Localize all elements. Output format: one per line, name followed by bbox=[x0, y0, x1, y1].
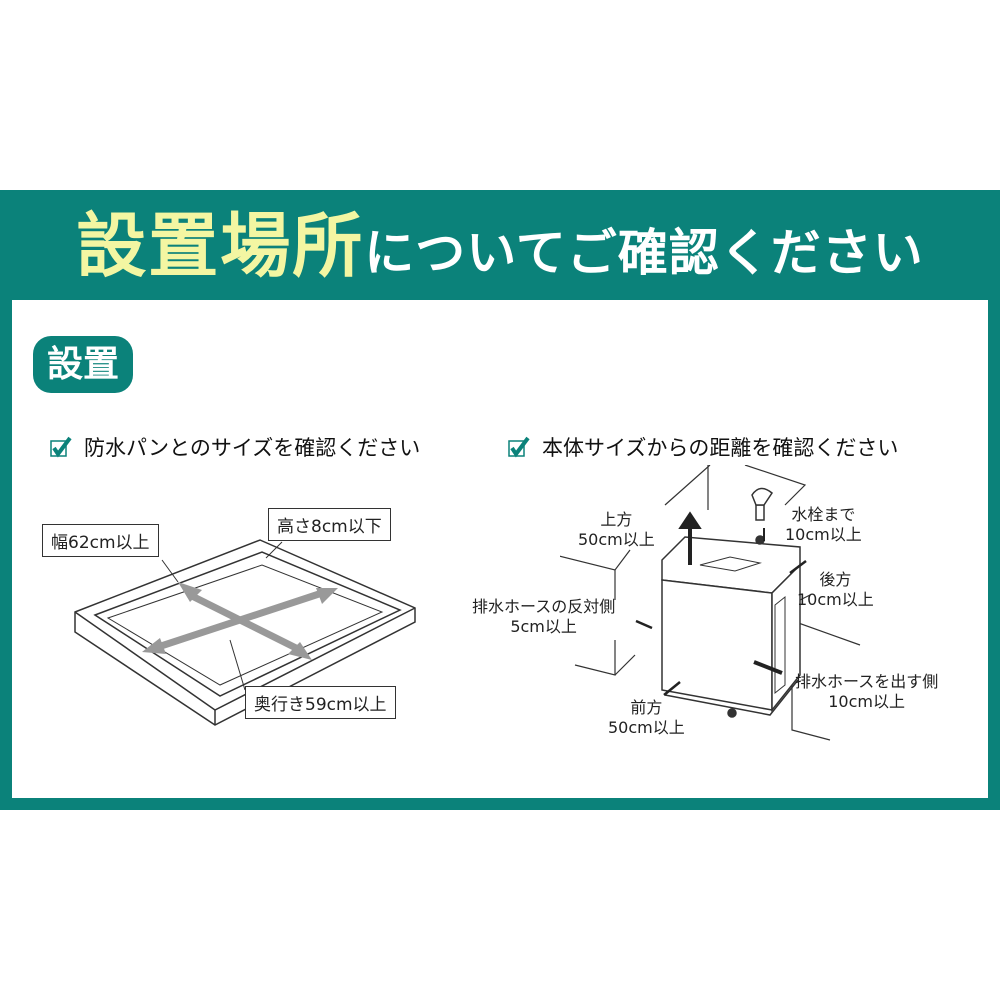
left-heading: 防水パンとのサイズを確認ください bbox=[50, 432, 420, 462]
section-badge: 設置 bbox=[33, 336, 133, 393]
washing-machine-clearance-illustration bbox=[560, 465, 861, 741]
checkmark-box-icon bbox=[50, 436, 72, 458]
content-panel bbox=[12, 300, 988, 798]
depth-label: 奥行き59cm以上 bbox=[245, 686, 396, 719]
page-title: 設置場所についてご確認ください bbox=[0, 196, 1000, 296]
right-heading: 本体サイズからの距離を確認ください bbox=[508, 432, 898, 462]
left-heading-text: 防水パンとのサイズを確認ください bbox=[84, 436, 421, 460]
checkmark-box-icon bbox=[508, 436, 530, 458]
width-label: 幅62cm以上 bbox=[42, 524, 159, 557]
waterproof-pan-illustration bbox=[74, 539, 416, 726]
faucet-icon bbox=[751, 487, 773, 521]
title-rest: についてご確認ください bbox=[364, 224, 924, 282]
height-label: 高さ8cm以下 bbox=[268, 508, 391, 541]
right-heading-text: 本体サイズからの距離を確認ください bbox=[542, 436, 899, 460]
title-highlight: 設置場所 bbox=[76, 205, 365, 287]
